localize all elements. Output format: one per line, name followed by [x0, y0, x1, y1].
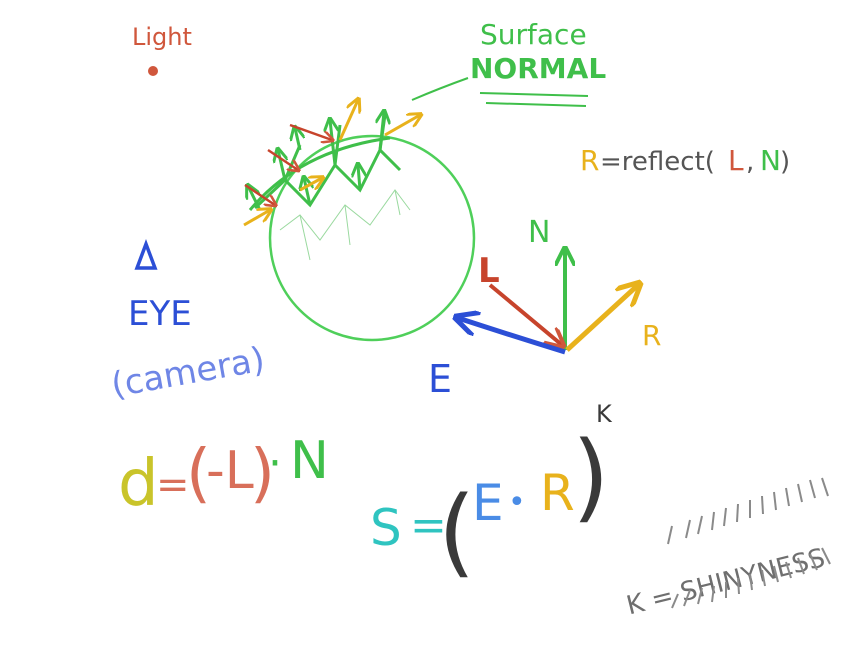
eye-triangle-icon — [134, 239, 158, 270]
light-label: Light — [132, 23, 192, 51]
shinyness-note: K = SHINYNESS — [624, 477, 831, 621]
vector-e-label: E — [428, 357, 452, 401]
camera-label: (camera) — [108, 339, 268, 405]
spec-r: R — [540, 464, 575, 522]
reflect-eq-close: ) — [780, 147, 790, 177]
eye-label: EYE — [128, 294, 192, 334]
surface-mesh — [248, 114, 402, 211]
vector-r-arrow — [565, 285, 638, 352]
reflect-eq-r: R — [580, 144, 599, 177]
reflect-eq-l: L — [728, 144, 744, 177]
vector-r-label: R — [642, 319, 661, 352]
reflect-eq-n: N — [760, 144, 781, 177]
normal-label: NORMAL — [470, 52, 606, 85]
diffuse-dot: · — [268, 438, 282, 489]
spec-eq: = — [410, 500, 447, 551]
diffuse-equation: d = ( -L ) · N — [118, 431, 329, 521]
spec-lparen: ( — [438, 476, 475, 588]
normal-underline — [479, 92, 589, 97]
surface-normal-arrows — [248, 112, 384, 211]
spec-dot: • — [508, 485, 526, 520]
spec-k: K — [596, 400, 613, 428]
surface-light-arrows — [244, 123, 332, 205]
vector-l-label: L — [478, 251, 500, 291]
vector-n-label: N — [528, 215, 550, 250]
normal-pointer-line — [411, 77, 469, 101]
diffuse-minus-l: -L — [206, 441, 254, 501]
diffuse-eq: = — [156, 462, 190, 508]
diffuse-d: d — [118, 447, 159, 521]
diffuse-rparen: ) — [250, 437, 275, 511]
diffuse-n: N — [290, 431, 329, 491]
light-source-dot — [148, 66, 158, 76]
diffuse-lparen: ( — [186, 437, 211, 511]
sphere-outline — [268, 134, 476, 342]
normal-underline — [485, 102, 587, 107]
spec-rparen: ) — [572, 421, 609, 533]
mesh-faint-lines — [279, 189, 411, 261]
vector-l-arrow — [488, 283, 562, 345]
reflect-eq-comma: , — [746, 147, 754, 177]
specular-equation: S = ( E • R ) K — [370, 400, 613, 588]
vector-diagram: N L R E — [428, 215, 661, 401]
surface-reflect-arrows — [243, 100, 420, 227]
spec-s: S — [370, 499, 402, 557]
spec-e: E — [472, 474, 504, 532]
surface-label: Surface — [480, 18, 587, 51]
reflect-eq-func: =reflect( — [600, 147, 715, 177]
vector-e-arrow — [458, 318, 566, 355]
